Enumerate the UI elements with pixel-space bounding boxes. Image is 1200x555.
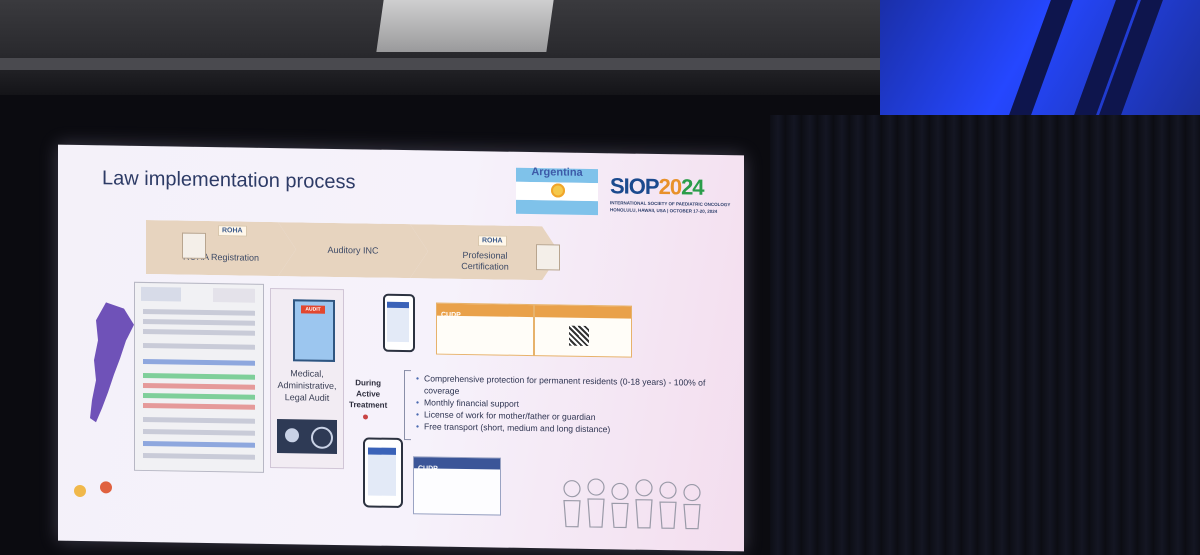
seal-icon xyxy=(311,426,333,449)
form-row xyxy=(143,358,255,366)
audit-line-2: Administrative, xyxy=(277,380,337,391)
treatment-line-1: During xyxy=(355,378,381,388)
siop-logo: SIOP2024 INTERNATIONAL SOCIETY OF PAEDIA… xyxy=(610,173,735,221)
treatment-line-2: Active xyxy=(356,389,381,399)
phone-header xyxy=(387,301,409,309)
cudp-label: CUDP xyxy=(441,311,461,319)
card-header: CUDP xyxy=(414,457,500,473)
roha-badge: ROHA xyxy=(218,225,247,237)
ceiling xyxy=(0,0,1200,115)
person-icon xyxy=(182,232,206,259)
siop-logo-text: SIOP2024 xyxy=(610,173,735,201)
card-header xyxy=(535,305,631,319)
clipboard-icon: AUDIT xyxy=(293,299,335,362)
flag-band-middle xyxy=(516,181,598,202)
projected-slide: Law implementation process Argentina SIO… xyxy=(58,144,744,552)
audit-description: Medical, Administrative, Legal Audit xyxy=(271,367,343,404)
stage-curtain xyxy=(770,115,1200,555)
ceiling-panel xyxy=(376,0,554,52)
blue-light-area xyxy=(880,0,1200,115)
form-row xyxy=(143,328,255,336)
phone-icon xyxy=(363,437,403,509)
qr-code-icon xyxy=(569,325,589,346)
flag-band-bottom xyxy=(516,199,598,216)
cudp-label: CUDP xyxy=(418,465,438,473)
registration-form-image xyxy=(134,281,264,473)
year-part-1: 20 xyxy=(658,174,682,200)
cudp-card-front: CUDP xyxy=(436,302,534,357)
transport-card: CUDP xyxy=(413,456,501,516)
cudp-card-back xyxy=(534,304,632,358)
argentina-flag: Argentina xyxy=(516,166,598,216)
form-row xyxy=(143,308,255,316)
audit-tag: AUDIT xyxy=(301,305,325,314)
flower-icon xyxy=(100,481,112,494)
ceiling-strip xyxy=(1009,0,1073,115)
argentina-map-icon xyxy=(90,302,134,423)
card-header: CUDP xyxy=(437,303,533,319)
institution-seals xyxy=(277,419,337,454)
certificate-icon xyxy=(536,244,560,271)
flag-label: Argentina xyxy=(531,166,583,179)
siop-subtitle-2: HONOLULU, HAWAII, USA | OCTOBER 17-20, 2… xyxy=(610,207,718,214)
seal-icon xyxy=(285,428,299,443)
form-row xyxy=(143,452,255,460)
form-row xyxy=(143,392,255,400)
form-logo xyxy=(141,286,181,302)
step-label-line-1: Profesional xyxy=(462,249,508,261)
form-row xyxy=(143,402,255,410)
step-label: Auditory INC xyxy=(327,244,379,256)
year-part-2: 24 xyxy=(681,174,704,200)
audit-panel: AUDIT Medical, Administrative, Legal Aud… xyxy=(270,287,344,470)
roha-badge: ROHA xyxy=(478,235,507,247)
audit-line-1: Medical, xyxy=(290,368,324,379)
form-row xyxy=(143,428,255,436)
step-label-line-2: Certification xyxy=(461,260,509,272)
step-auditory-inc: Auditory INC xyxy=(278,222,428,278)
treatment-label: During Active Treatment xyxy=(349,377,387,411)
phone-icon xyxy=(383,293,415,353)
list-bracket xyxy=(404,370,411,441)
form-logo xyxy=(213,288,255,303)
audit-line-3: Legal Audit xyxy=(284,392,330,403)
benefits-list: Comprehensive protection for permanent r… xyxy=(416,372,716,437)
phone-header xyxy=(368,447,396,455)
slide-title: Law implementation process xyxy=(102,167,356,194)
siop-word: SIOP xyxy=(610,173,659,200)
form-row xyxy=(143,318,255,326)
bullet-dot-icon xyxy=(363,414,368,420)
flower-icon xyxy=(74,484,86,498)
form-row xyxy=(143,416,255,424)
sun-icon xyxy=(551,183,565,198)
step-label: Profesional Certification xyxy=(461,250,509,273)
form-row xyxy=(143,342,255,350)
form-row xyxy=(143,382,255,390)
treatment-line-3: Treatment xyxy=(349,400,388,410)
form-row xyxy=(143,440,255,448)
children-illustration-icon xyxy=(563,478,701,530)
form-row xyxy=(143,372,255,380)
